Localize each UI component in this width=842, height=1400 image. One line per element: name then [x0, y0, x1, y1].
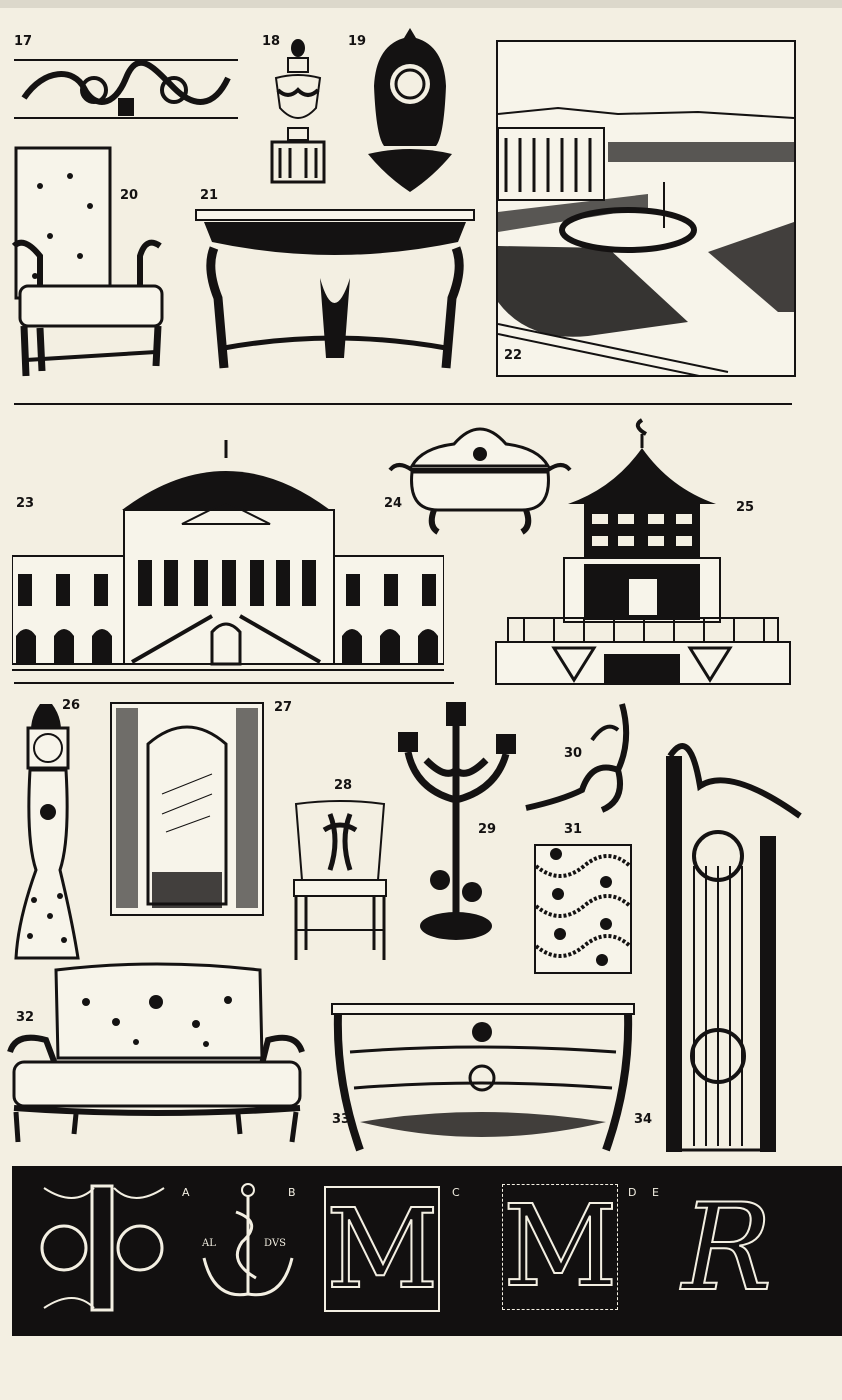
figure-number-23: 23 [16, 496, 35, 511]
initial-e-r-illustration: R [662, 1179, 792, 1318]
figure-number-25: 25 [736, 500, 755, 515]
figure-number-27: 27 [274, 700, 293, 715]
wall-clock-illustration [364, 26, 456, 194]
aldus-text-left: AL [202, 1238, 216, 1249]
figure-number-20: 20 [120, 188, 139, 203]
palace-facade-illustration [12, 436, 444, 674]
console-table-illustration [194, 208, 476, 376]
frieze-illustration [14, 58, 238, 120]
wrought-iron-gate-illustration [660, 726, 808, 1156]
figure-number-31: 31 [564, 822, 583, 837]
section-divider [14, 682, 454, 684]
longcase-clock-illustration [10, 700, 82, 964]
aldus-text-right: DVS [264, 1238, 286, 1249]
figure-number-18: 18 [262, 34, 281, 49]
initial-label-c: C [452, 1186, 460, 1199]
trellis-pattern-illustration [534, 844, 632, 974]
figure-number-34: 34 [634, 1112, 653, 1127]
urn-illustration [258, 38, 338, 190]
initial-label-a: A [182, 1186, 190, 1199]
initial-d-m-illustration: M [502, 1182, 619, 1312]
initial-label-b: B [288, 1186, 296, 1199]
chippendale-chair-illustration [290, 800, 390, 962]
settee-illustration [6, 962, 306, 1150]
scan-edge [0, 0, 842, 8]
garden-parterre-illustration: 22 [496, 40, 796, 377]
figure-number-28: 28 [334, 778, 353, 793]
candelabrum-illustration [386, 700, 522, 946]
figure-number-17: 17 [14, 34, 33, 49]
figure-number-32: 32 [16, 1010, 35, 1025]
initial-label-e: E [652, 1186, 659, 1199]
rocaille-ornament-illustration [522, 700, 638, 816]
initial-c-letter: M [325, 1185, 440, 1313]
commode-illustration [330, 1002, 636, 1154]
figure-number-22: 22 [504, 348, 523, 363]
interior-mirror-illustration [110, 702, 264, 916]
section-divider [14, 403, 792, 405]
figure-number-19: 19 [348, 34, 367, 49]
figure-number-21: 21 [200, 188, 219, 203]
figure-number-30: 30 [564, 746, 583, 761]
initial-d-letter: M [502, 1182, 619, 1312]
initial-label-d: D [628, 1186, 637, 1199]
figure-number-29: 29 [478, 822, 497, 837]
initial-c-m-illustration: M [324, 1186, 440, 1312]
figure-number-24: 24 [384, 496, 403, 511]
initial-a-illustration [34, 1178, 174, 1318]
figure-number-26: 26 [62, 698, 81, 713]
initial-e-letter: R [681, 1179, 773, 1318]
armchair-illustration [10, 146, 164, 382]
aldus-anchor-dolphin-illustration [198, 1182, 298, 1306]
pagoda-pavilion-illustration [494, 418, 792, 686]
tureen-illustration [388, 414, 572, 538]
decorated-initials-band: A AL DVS B M C M D E R [12, 1166, 842, 1336]
